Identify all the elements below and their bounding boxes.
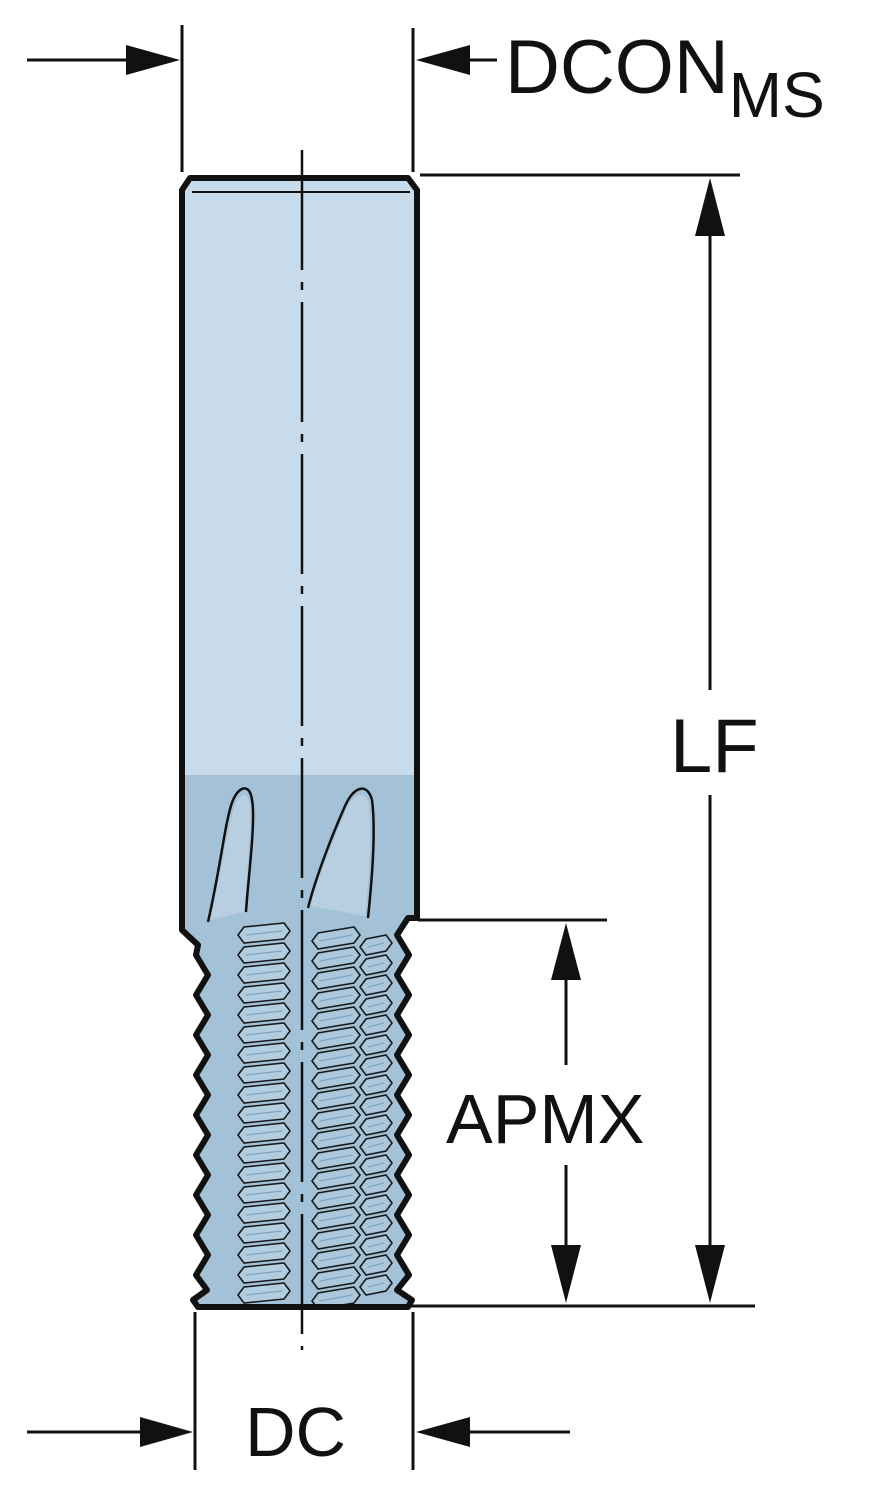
thread-ridge-highlight	[245, 1030, 283, 1036]
thread-ridge-highlight	[319, 1214, 353, 1222]
thread-ridge-highlight	[245, 1230, 283, 1236]
thread-ridge-highlight	[245, 930, 283, 936]
shank-body	[182, 178, 417, 775]
thread-ridge-highlight	[367, 962, 385, 968]
thread-ridge-highlight	[245, 1290, 283, 1296]
thread-ridge-highlight	[367, 942, 385, 948]
thread-ridge-highlight	[245, 1130, 283, 1136]
thread-ridge-highlight	[245, 1250, 283, 1256]
thread-ridge-highlight	[319, 1134, 353, 1142]
thread-ridge-highlight	[245, 1170, 283, 1176]
thread-ridge-highlight	[319, 1294, 353, 1302]
thread-ridge-highlight	[367, 1002, 385, 1008]
thread-ridge-highlight	[245, 1090, 283, 1096]
thread-ridge-highlight	[245, 970, 283, 976]
thread-rows	[237, 922, 393, 1310]
lf-arrowhead-bottom	[695, 1245, 725, 1303]
thread-ridge-highlight	[319, 954, 353, 962]
thread-ridge-highlight	[319, 1194, 353, 1202]
thread-ridge-highlight	[319, 1094, 353, 1102]
thread-ridge-highlight	[367, 982, 385, 988]
thread-ridge-highlight	[245, 990, 283, 996]
flute-shade-left	[210, 794, 251, 920]
tool-outline	[179, 175, 420, 1310]
thread-ridge-highlight	[245, 950, 283, 956]
thread-ridge-highlight	[367, 1242, 385, 1248]
dcon-subscript: MS	[729, 59, 825, 131]
thread-ridge-highlight	[319, 994, 353, 1002]
flute-shade-right	[310, 794, 371, 916]
thread-ridge-highlight	[319, 1174, 353, 1182]
thread-ridge-highlight	[245, 1150, 283, 1156]
dc-arrowhead-right	[416, 1417, 470, 1447]
thread-ridge-highlight	[319, 1034, 353, 1042]
thread-ridge-highlight	[367, 1102, 385, 1108]
thread-ridge-highlight	[319, 1234, 353, 1242]
thread-ridge-highlight	[319, 1114, 353, 1122]
thread-ridge-highlight	[319, 934, 353, 942]
apmx-arrowhead-bottom	[551, 1245, 581, 1303]
dc-label: DC	[245, 1393, 346, 1471]
thread-ridge-highlight	[367, 1122, 385, 1128]
thread-ridge-highlight	[245, 1010, 283, 1016]
thread-ridge-highlight	[367, 1282, 385, 1288]
dc-arrowhead-left	[140, 1417, 193, 1447]
thread-ridge-highlight	[367, 1082, 385, 1088]
thread-ridge-highlight	[367, 1202, 385, 1208]
thread-ridge-highlight	[319, 1014, 353, 1022]
thread-ridge-highlight	[245, 1190, 283, 1196]
thread-ridge-highlight	[245, 1270, 283, 1276]
thread-ridge-highlight	[367, 1222, 385, 1228]
apmx-label: APMX	[446, 1080, 644, 1158]
thread-ridge-highlight	[319, 1154, 353, 1162]
thread-ridge-highlight	[319, 1054, 353, 1062]
thread-ridge-highlight	[319, 1074, 353, 1082]
dcon-arrowhead-right	[416, 45, 470, 75]
lf-label: LF	[670, 704, 759, 789]
dcon-label: DCONMS	[505, 25, 825, 131]
thread-ridge-highlight	[245, 1050, 283, 1056]
thread-ridge-highlight	[245, 1110, 283, 1116]
thread-ridge-highlight	[367, 1162, 385, 1168]
thread-ridge-highlight	[367, 1182, 385, 1188]
thread-ridge-highlight	[367, 1062, 385, 1068]
dcon-arrowhead-left	[126, 45, 180, 75]
lf-arrowhead-top	[695, 178, 725, 236]
thread-ridge-highlight	[245, 1210, 283, 1216]
thread-ridge-highlight	[367, 1042, 385, 1048]
apmx-arrowhead-top	[551, 923, 581, 980]
thread-ridge-highlight	[367, 1262, 385, 1268]
thread-ridge-highlight	[319, 1274, 353, 1282]
thread-ridge-highlight	[319, 974, 353, 982]
thread-ridge-highlight	[367, 1022, 385, 1028]
flute-curve-right	[306, 787, 375, 919]
thread-ridge-highlight	[319, 1254, 353, 1262]
thread-ridge-highlight	[367, 1142, 385, 1148]
thread-ridge-highlight	[245, 1070, 283, 1076]
